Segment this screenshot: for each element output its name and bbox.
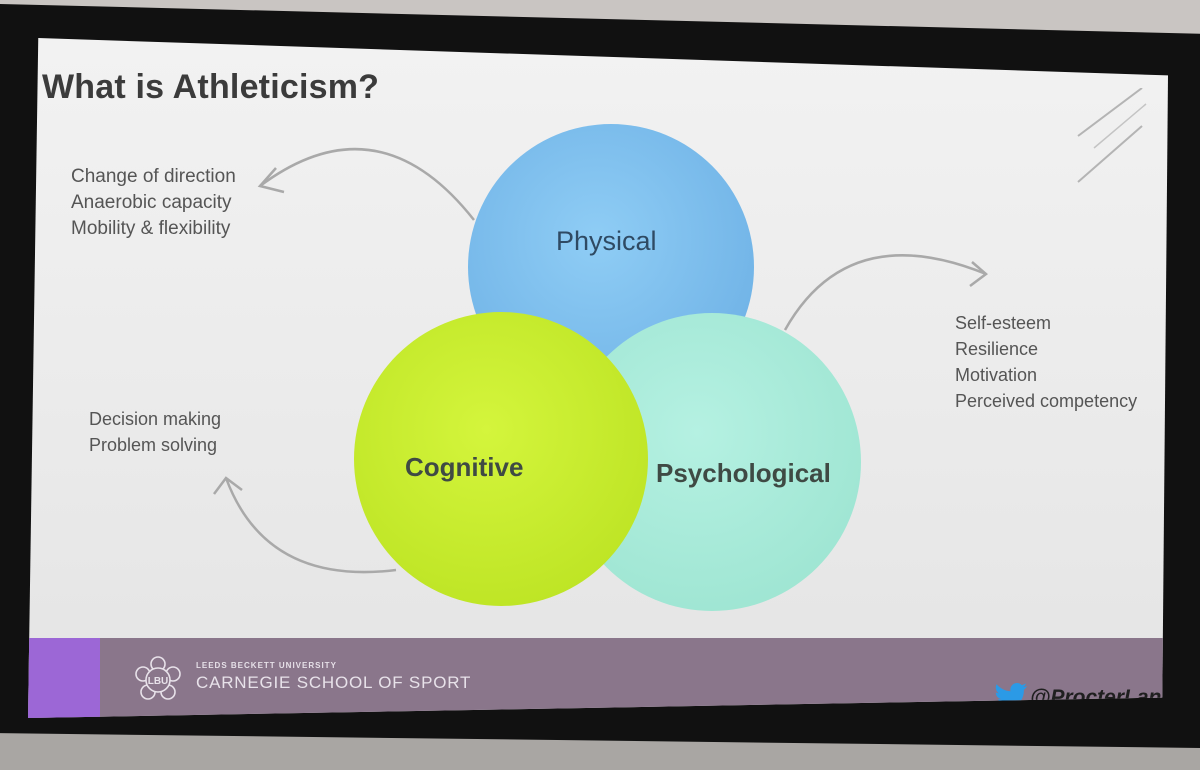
arrowhead-icon	[969, 261, 988, 287]
list-item: Resilience	[955, 339, 1039, 359]
arrow-cognitive-to-list	[224, 477, 397, 574]
cognitive-circle	[354, 312, 648, 606]
list-item: Self-esteem	[955, 313, 1052, 333]
crest-letters: LBU	[148, 676, 169, 687]
psychological-label: Psychological	[656, 458, 831, 488]
psychological-circle	[563, 313, 861, 611]
decorative-slash-lines	[1077, 88, 1147, 183]
school-name: CARNEGIE SCHOOL OF SPORT	[196, 673, 472, 692]
cognitive-attributes-list: Decision making Problem solving	[89, 406, 221, 458]
list-item: Perceived competency	[955, 391, 1138, 411]
university-name: LEEDS BECKETT UNIVERSITY	[196, 661, 337, 670]
physical-label: Physical	[556, 226, 657, 256]
arrow-physical-to-list	[259, 147, 475, 221]
slide-screen: What is Athleticism?	[28, 38, 1168, 718]
cognitive-label: Cognitive	[405, 452, 524, 482]
arrowhead-icon	[257, 167, 285, 194]
slide-title: What is Athleticism?	[42, 68, 380, 106]
list-item: Change of direction	[71, 166, 236, 187]
list-item: Mobility & flexibility	[71, 218, 231, 239]
list-item: Motivation	[955, 365, 1038, 385]
venn-diagram	[213, 124, 988, 611]
arrow-psychological-to-list	[783, 254, 987, 331]
footer-accent-block	[28, 638, 100, 718]
list-item: Anaerobic capacity	[71, 192, 232, 213]
arrowhead-icon	[213, 476, 243, 495]
physical-attributes-list: Change of direction Anaerobic capacity M…	[71, 164, 236, 242]
university-crest-logo: LBU	[135, 656, 181, 700]
list-item: Decision making	[89, 409, 222, 429]
psychological-attributes-list: Self-esteem Resilience Motivation Percei…	[955, 310, 1137, 414]
list-item: Problem solving	[89, 435, 218, 455]
